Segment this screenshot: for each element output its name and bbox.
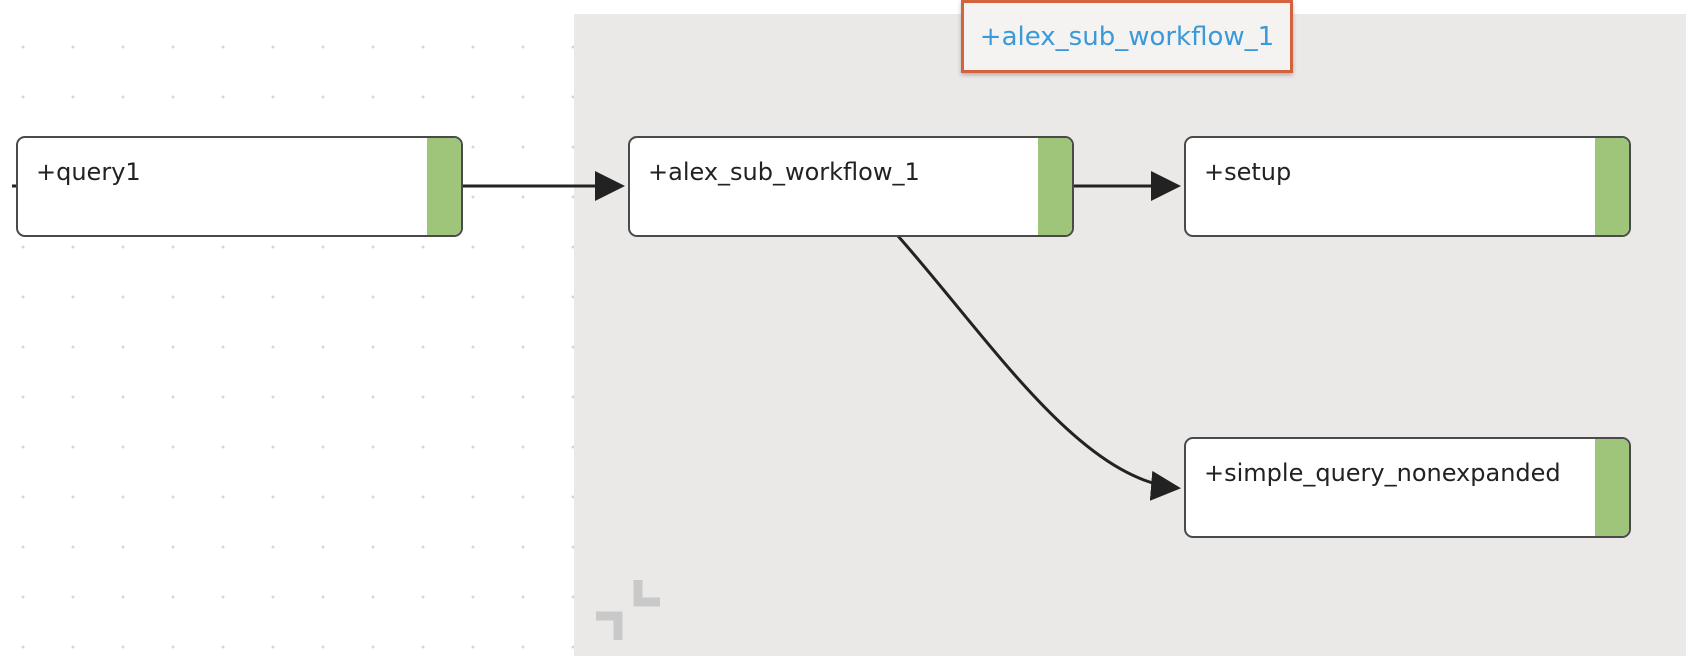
task-node-label: +alex_sub_workflow_1 (648, 158, 920, 186)
status-success-bar (1038, 138, 1072, 235)
task-node-simple-query-nonexpanded[interactable]: +simple_query_nonexpanded (1184, 437, 1631, 538)
task-node-label: +setup (1204, 158, 1292, 186)
status-success-bar (427, 138, 461, 235)
task-node-label: +simple_query_nonexpanded (1204, 459, 1561, 487)
task-node-setup[interactable]: +setup (1184, 136, 1631, 237)
task-node-label: +query1 (36, 158, 141, 186)
sub-workflow-group-area (574, 14, 1686, 656)
task-node-alex-sub-workflow-1[interactable]: +alex_sub_workflow_1 (628, 136, 1074, 237)
status-success-bar (1595, 439, 1629, 536)
collapse-group-icon[interactable] (594, 578, 664, 644)
task-node-query1[interactable]: +query1 (16, 136, 463, 237)
sub-workflow-group-title[interactable]: +alex_sub_workflow_1 (961, 0, 1293, 73)
status-success-bar (1595, 138, 1629, 235)
